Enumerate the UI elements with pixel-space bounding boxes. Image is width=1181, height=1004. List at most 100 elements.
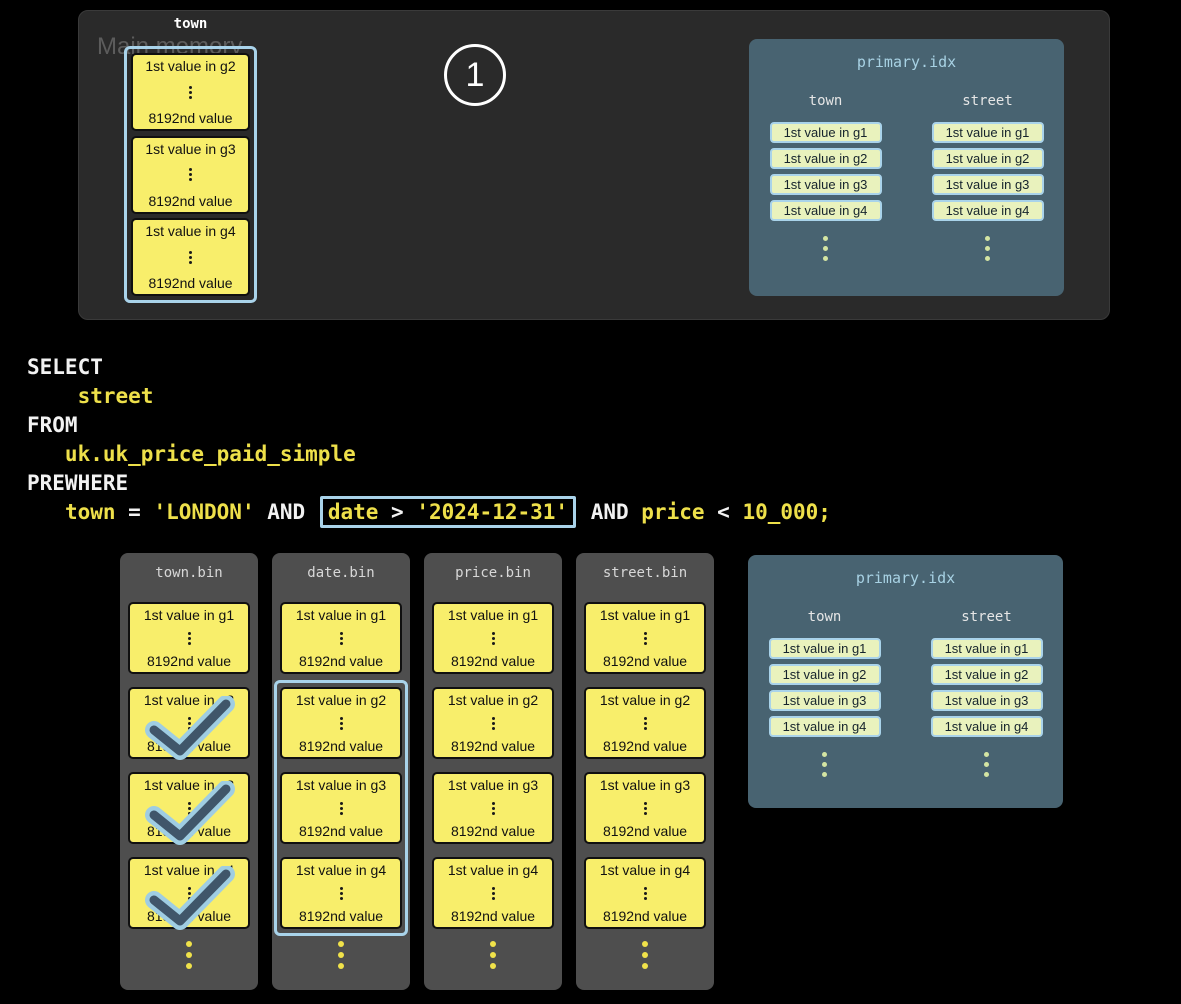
sql-token: date xyxy=(327,500,379,524)
granule-first-value: 1st value in g2 xyxy=(145,58,236,74)
dot xyxy=(187,886,191,890)
dot xyxy=(643,641,647,645)
index-entry: 1st value in g4 xyxy=(768,716,881,737)
dot xyxy=(643,891,647,895)
index-entry: 1st value in g3 xyxy=(768,690,881,711)
granule-first-value: 1st value in g1 xyxy=(295,607,387,623)
ellipsis-dots xyxy=(576,941,714,969)
granule-last-value: 8192nd value xyxy=(298,823,384,839)
sql-token: > xyxy=(378,500,417,524)
ellipsis-dots xyxy=(272,941,410,969)
dot xyxy=(984,762,989,767)
ellipsis-dots xyxy=(822,752,827,777)
index-entry: 1st value in g2 xyxy=(931,148,1044,169)
dot xyxy=(187,806,191,810)
dot xyxy=(491,806,495,810)
ellipsis-dots xyxy=(120,941,258,969)
ellipsis-dots xyxy=(823,236,828,261)
dot xyxy=(339,716,343,720)
dot xyxy=(643,896,647,900)
index-entry: 1st value in g1 xyxy=(930,638,1043,659)
granule-last-value: 8192nd value xyxy=(450,823,536,839)
dot xyxy=(643,721,647,725)
dot xyxy=(187,801,191,805)
granule-last-value: 8192nd value xyxy=(148,192,233,209)
dot xyxy=(339,891,343,895)
dot xyxy=(187,896,191,900)
dot xyxy=(823,246,828,251)
index-column-header: street xyxy=(961,609,1012,625)
granule-last-value: 8192nd value xyxy=(298,738,384,754)
dot xyxy=(490,963,496,969)
granule-last-value: 8192nd value xyxy=(602,823,688,839)
dot xyxy=(643,631,647,635)
dot xyxy=(187,721,191,725)
dot xyxy=(642,941,648,947)
sql-token: uk.uk_price_paid_simple xyxy=(27,442,356,466)
granule-ellipsis xyxy=(189,250,192,264)
sql-token: 10_000; xyxy=(742,500,831,524)
dot xyxy=(189,178,192,181)
dot xyxy=(339,726,343,730)
granule-last-value: 8192nd value xyxy=(450,653,536,669)
step-number: 1 xyxy=(465,55,485,94)
sql-token: town xyxy=(64,500,116,524)
ellipsis-dots xyxy=(424,941,562,969)
granule-ellipsis xyxy=(643,631,647,645)
dot xyxy=(985,256,990,261)
dot xyxy=(187,811,191,815)
granule-ellipsis xyxy=(643,801,647,815)
primary-idx-title: primary.idx xyxy=(855,569,956,587)
dot xyxy=(339,806,343,810)
sql-token: AND xyxy=(254,500,318,524)
granule-ellipsis xyxy=(491,886,495,900)
dot xyxy=(491,636,495,640)
sql-line: PREWHERE xyxy=(27,469,831,498)
index-entry: 1st value in g4 xyxy=(931,200,1044,221)
dot xyxy=(339,886,343,890)
sql-line: SELECT xyxy=(27,353,831,382)
dot xyxy=(822,772,827,777)
dot xyxy=(338,952,344,958)
granule-first-value: 1st value in g4 xyxy=(295,862,387,878)
dot xyxy=(985,236,990,241)
granule-ellipsis xyxy=(643,886,647,900)
dot xyxy=(643,716,647,720)
dot xyxy=(643,886,647,890)
sql-token: '2024-12-31' xyxy=(416,500,569,524)
granule-ellipsis xyxy=(187,716,191,730)
dot xyxy=(985,246,990,251)
dot xyxy=(822,752,827,757)
granule-block: 1st value in g2 8192nd value xyxy=(131,53,250,131)
bin-title: street.bin xyxy=(602,565,688,581)
dot xyxy=(339,721,343,725)
granule-last-value: 8192nd value xyxy=(148,110,233,126)
granule-ellipsis xyxy=(189,168,192,181)
dot xyxy=(491,641,495,645)
dot xyxy=(186,952,192,958)
sql-token: 'LONDON' xyxy=(153,500,255,524)
sql-token xyxy=(27,500,65,524)
dot xyxy=(823,236,828,241)
granule-first-value: 1st value in g2 xyxy=(447,692,539,708)
sql-token: street xyxy=(27,384,154,408)
dot xyxy=(642,963,648,969)
primary-idx-title: primary.idx xyxy=(856,53,957,71)
sql-token: AND xyxy=(578,500,642,524)
granule-last-value: 8192nd value xyxy=(602,653,688,669)
granule-first-value: 1st value in g3 xyxy=(599,777,691,793)
dot xyxy=(189,255,192,259)
granule-first-value: 1st value in g2 xyxy=(599,692,691,708)
dot xyxy=(187,631,191,635)
